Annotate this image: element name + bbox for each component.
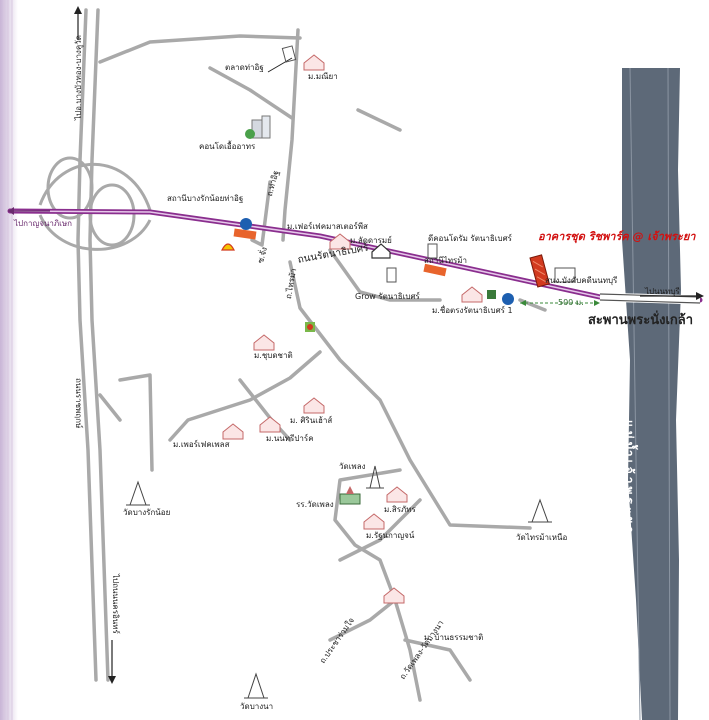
- project-building: [529, 254, 550, 288]
- label-p23: วัดบางนา: [240, 702, 274, 711]
- label-p9: สนง.บังคับคดีนนทบุรี: [545, 276, 618, 285]
- river-texture: [629, 67, 641, 720]
- label-p14: ม.เพอร์เฟคเพลส: [173, 440, 230, 449]
- market-building-icon: [281, 45, 297, 63]
- label-p11: ม.ชื่อตรงรัตนาธิเบศร์ 1: [432, 306, 513, 315]
- road-label-r5: ถนนราชพฤกษ์: [74, 378, 83, 429]
- north-arrow: [74, 6, 82, 40]
- east-arrow: [640, 292, 704, 300]
- label-p18: ม.สิรภัทร: [384, 505, 416, 514]
- label-p20: วัดไทรม้าเหนือ: [516, 533, 568, 542]
- label-p10: Grow รัตนาธิเบศร์: [355, 292, 420, 301]
- label-p3: คอนโดเอื้ออาทร: [199, 142, 256, 151]
- left-edge-lines: [3, 0, 13, 720]
- grow-building-icon: [386, 267, 397, 283]
- station-marker-2: [423, 263, 447, 277]
- label-p2: ม.มณียา: [308, 72, 338, 81]
- laddarom-house-icon: [371, 243, 391, 259]
- label-p1: ตลาดท่าอิฐ: [225, 63, 264, 72]
- condo-icon: [245, 115, 271, 139]
- left-edge-band: [0, 0, 18, 720]
- label-p16: วัดเพลง: [339, 462, 366, 471]
- label-p7: ดีคอนโดรัม รัตนาธิเบศร์: [428, 234, 512, 243]
- distance-label: 500 ม.: [558, 298, 584, 307]
- bridge: [599, 292, 701, 305]
- shop-icon: [487, 290, 496, 299]
- interchange: [38, 156, 152, 251]
- east-arrow-label: ไปนนทบุรี: [645, 287, 680, 296]
- label-p12: ม.ชุบดชาติ: [254, 351, 293, 360]
- river-texture-2: [667, 67, 671, 720]
- court-building-icon: [554, 267, 576, 283]
- west-arrow: [8, 207, 50, 215]
- project-label: อาคารชุด ริชพาร์ค @ เจ้าพระยา: [538, 230, 696, 243]
- south-arrow: [108, 640, 116, 684]
- label-p17: รร.วัดเพลง: [296, 500, 334, 509]
- station-marker-1: [233, 228, 257, 240]
- label-p5: ม.เฟอร์เฟคมาสเตอร์พีส: [287, 222, 368, 231]
- bank-icon-2: [502, 293, 514, 305]
- label-p13: ม. ศิรินเฮ้าส์: [290, 416, 333, 425]
- label-p4: สถานีบางรักน้อยท่าอิฐ: [167, 194, 244, 203]
- school-icon: [339, 486, 361, 505]
- bank-icon: [240, 218, 252, 230]
- road-label-r1: ไปอ.บางบัวทอง-บางคูวัด: [74, 35, 83, 120]
- road-label-r6: ไปถนนนครอินทร์: [111, 574, 120, 634]
- label-p21: วัดบางรักน้อย: [123, 508, 171, 517]
- label-p22: ม. บ้านธรรมชาติ: [424, 633, 484, 642]
- minor-roads: [76, 8, 547, 702]
- dcondo-building-icon: [427, 243, 438, 259]
- house-icons: [222, 54, 483, 604]
- label-p15: ม.นนทรีปาร์ค: [266, 434, 314, 443]
- label-p6: ม.ลัดดารมย์: [350, 236, 392, 245]
- distance-line: [520, 300, 600, 306]
- store-dot-icon: [307, 324, 313, 330]
- market-arrow: [267, 57, 293, 73]
- shell-icon: [221, 243, 235, 251]
- label-p19: ม.รัฐนกาญจน์: [366, 531, 415, 540]
- bridge-label: สะพานพระนั่งเกล้า: [588, 313, 694, 328]
- temple-icons: [126, 465, 552, 699]
- west-arrow-label: ไปกาญจนาภิเษก: [14, 219, 73, 228]
- river-label: แม่น้ำเจ้าพระยา: [622, 420, 636, 537]
- river: [622, 68, 681, 720]
- label-p8: สถานีไทรม้า: [424, 256, 468, 265]
